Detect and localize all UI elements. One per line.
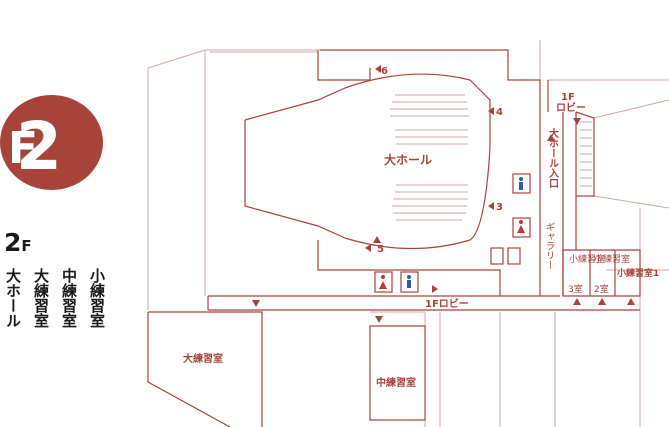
door-number-4: 4	[496, 107, 503, 118]
lobby-1f-top-label-b[interactable]: ロビー	[556, 101, 586, 114]
restrooms	[374, 173, 531, 293]
main-hall: 大ホール	[244, 49, 541, 296]
phone-icon	[507, 247, 521, 265]
small-practice-3-label[interactable]: 小練習室	[569, 253, 605, 265]
lobby-1f-band	[207, 295, 640, 311]
down-arrow-icon	[375, 316, 383, 323]
door-number-6: 6	[381, 66, 388, 77]
room-list-item[interactable]: 大練習室	[32, 268, 50, 328]
restroom-men-icon	[400, 271, 419, 293]
seat-rows-lower	[392, 184, 468, 221]
seat-rows-upper	[390, 94, 469, 145]
floor-heading-number: 2	[4, 228, 22, 257]
arrows: 6 4 3 5	[252, 65, 635, 323]
restroom-women-icon	[512, 217, 531, 238]
door-arrow-icon	[488, 202, 494, 210]
small-practice-3-num: 3室	[568, 283, 583, 295]
floor-badge-number: 2	[16, 108, 62, 185]
hall-entrance-label[interactable]: 大ホール入口	[547, 127, 559, 188]
stair-marker-icon	[365, 244, 371, 252]
medium-practice-label[interactable]: 中練習室	[376, 376, 416, 389]
medium-practice-room: 中練習室	[369, 311, 426, 421]
room-list-item[interactable]: 小練習室	[88, 268, 106, 328]
up-arrow-icon	[627, 298, 635, 305]
down-arrow-icon	[252, 300, 260, 307]
small-practice-2-num: 2室	[594, 283, 609, 295]
restroom-women-icon	[374, 271, 393, 293]
up-arrow-icon	[573, 298, 581, 305]
floor-heading: 2F	[4, 228, 32, 261]
phone-icon	[490, 247, 504, 265]
right-arrow-icon	[432, 285, 438, 293]
up-arrow-icon	[598, 298, 606, 305]
room-list-item[interactable]: 中練習室	[60, 268, 78, 328]
floor-badge-letter: F	[8, 123, 39, 174]
lobby-1f-top-label-a[interactable]: 1F	[561, 92, 575, 103]
large-practice-room: 大練習室	[147, 311, 263, 427]
up-arrow-icon	[547, 134, 555, 141]
restroom-men-icon	[512, 173, 531, 194]
door-arrow-icon	[488, 107, 494, 115]
small-practice-1-label[interactable]: 小練習室1	[616, 267, 659, 279]
door-arrow-icon	[375, 65, 381, 73]
main-hall-label[interactable]: 大ホール	[384, 152, 432, 167]
door-arrow-icon	[373, 236, 381, 243]
large-practice-label[interactable]: 大練習室	[183, 352, 223, 365]
gallery-label[interactable]: ギャラリー	[544, 222, 555, 270]
building-outline	[147, 40, 669, 427]
door-number-5: 5	[377, 244, 384, 255]
small-practice-rooms: 小練習室 3室 小練習室 2室 小練習室1	[562, 249, 659, 297]
small-practice-2-label[interactable]: 小練習室	[594, 253, 630, 265]
room-list-item[interactable]: 大ホール	[4, 268, 22, 328]
down-arrow-icon	[573, 118, 581, 125]
floor-heading-letter: F	[21, 237, 32, 255]
room-list: 小練習室 中練習室 大練習室 大ホール	[4, 268, 106, 328]
door-number-3: 3	[496, 202, 503, 213]
lobby-1f-label[interactable]: 1Fロビー	[425, 297, 469, 310]
